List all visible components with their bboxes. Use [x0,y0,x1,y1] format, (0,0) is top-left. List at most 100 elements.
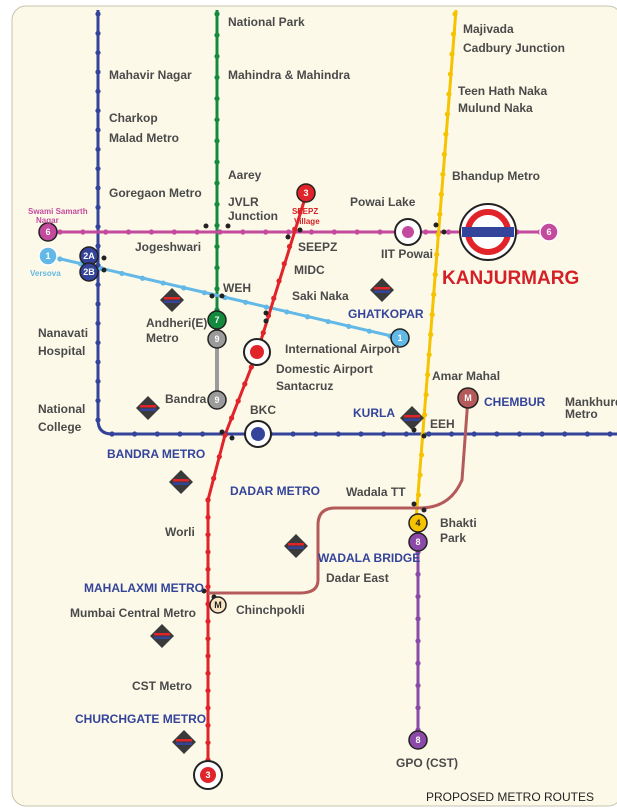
label-bandra: Bandra [165,392,207,406]
interchange-diamond-icon [150,624,174,648]
station-dot [214,201,220,207]
label-majivada: Majivada [463,22,514,36]
station-dot [429,312,435,318]
station-dot [95,30,101,36]
station-dot [403,431,409,437]
station-dot [95,301,101,307]
station-dot [286,243,293,250]
station-dot [205,514,211,520]
station-dot [308,229,315,235]
badge-bhakti-8: 8 [408,532,428,552]
svg-text:3: 3 [303,188,308,198]
station-dot [95,127,101,133]
station-dot [281,261,287,267]
station-dot [428,332,434,338]
station-dot [95,340,101,346]
diamond-markers [136,278,424,754]
station-dot [415,660,421,666]
station-dot [205,670,211,676]
svg-text:1: 1 [397,333,402,343]
station-dot [313,431,319,437]
station-dot [154,431,160,437]
station-dot [205,497,211,503]
station-dot [435,231,441,238]
svg-text:2A: 2A [83,251,95,261]
station-dot [418,452,425,458]
iit-powai-station-core [402,226,414,238]
station-dot [95,204,101,210]
station-dot [217,229,223,235]
station-dot [205,636,211,642]
label-cadbury-junction: Cadbury Junction [463,41,565,55]
station-dot [205,740,211,746]
station-dot [214,117,220,123]
label-national-college-2: College [38,420,82,434]
station-dot [95,166,101,172]
station-dot [285,229,292,235]
station-dot [263,229,269,235]
station-dot [205,705,211,711]
station-dot [354,229,360,235]
badge-versova: 1 [38,246,58,266]
station-dot [95,69,101,75]
station-dot [205,584,211,590]
station-dot [292,226,298,232]
station-dot [297,209,303,215]
station-dot [205,549,211,555]
station-dot [438,191,444,197]
label-ghatkopar: GHATKOPAR [348,307,424,321]
station-dot [95,88,101,94]
station-dot [80,229,86,235]
svg-text:M: M [464,393,472,403]
svg-text:3: 3 [205,770,210,780]
badge-bhakti-4: 4 [408,513,428,533]
station-dot [95,378,101,384]
station-dot [539,431,545,437]
station-dot [446,91,452,97]
station-dot [119,270,125,277]
station-dot [214,286,220,292]
station-dot [205,618,211,624]
label-saki-naka: Saki Naka [292,289,349,303]
station-dot [415,593,421,600]
badge-amar-mahal-m: M [457,387,479,409]
station-dot [205,722,211,728]
label-chinchpokli: Chinchpokli [236,603,305,617]
station-dot [181,285,187,291]
label-mankhurd-1: Mankhurd [565,395,617,409]
station-dot [415,705,421,711]
station-dot [432,271,438,278]
label-jogeshwari: Jogeshwari [135,240,201,254]
bkc-station-core [251,427,265,441]
label-weh: WEH [223,281,251,295]
station-dot [95,417,101,423]
badge-bandra-9: 9 [207,390,227,410]
station-dot [194,229,200,235]
station-dot [95,50,101,56]
station-dot [95,224,101,230]
badge-andheri-9: 9 [207,329,227,349]
label-amar-mahal: Amar Mahal [432,369,500,383]
station-dot [57,256,63,262]
station-dot [415,682,421,689]
label-national-college-1: National [38,402,85,416]
international-airport-station-core [250,345,264,359]
interchange-diamond-icon [172,730,196,754]
station-dot [381,431,387,437]
label-mahavir-nagar: Mahavir Nagar [109,68,192,82]
svg-text:9: 9 [214,334,219,344]
station-dot [290,431,296,437]
svg-text:M: M [214,600,222,610]
station-dot [271,295,277,301]
station-dot [57,229,63,235]
station-dot [160,280,166,286]
station-dot [415,616,421,622]
label-versova: Versova [30,269,61,278]
station-dot [425,372,431,378]
station-dot [214,243,220,250]
label-mahindra: Mahindra & Mahindra [228,68,350,82]
station-dot [516,431,523,437]
label-teen-hath-naka: Teen Hath Naka [458,84,547,98]
station-dot [441,151,447,157]
